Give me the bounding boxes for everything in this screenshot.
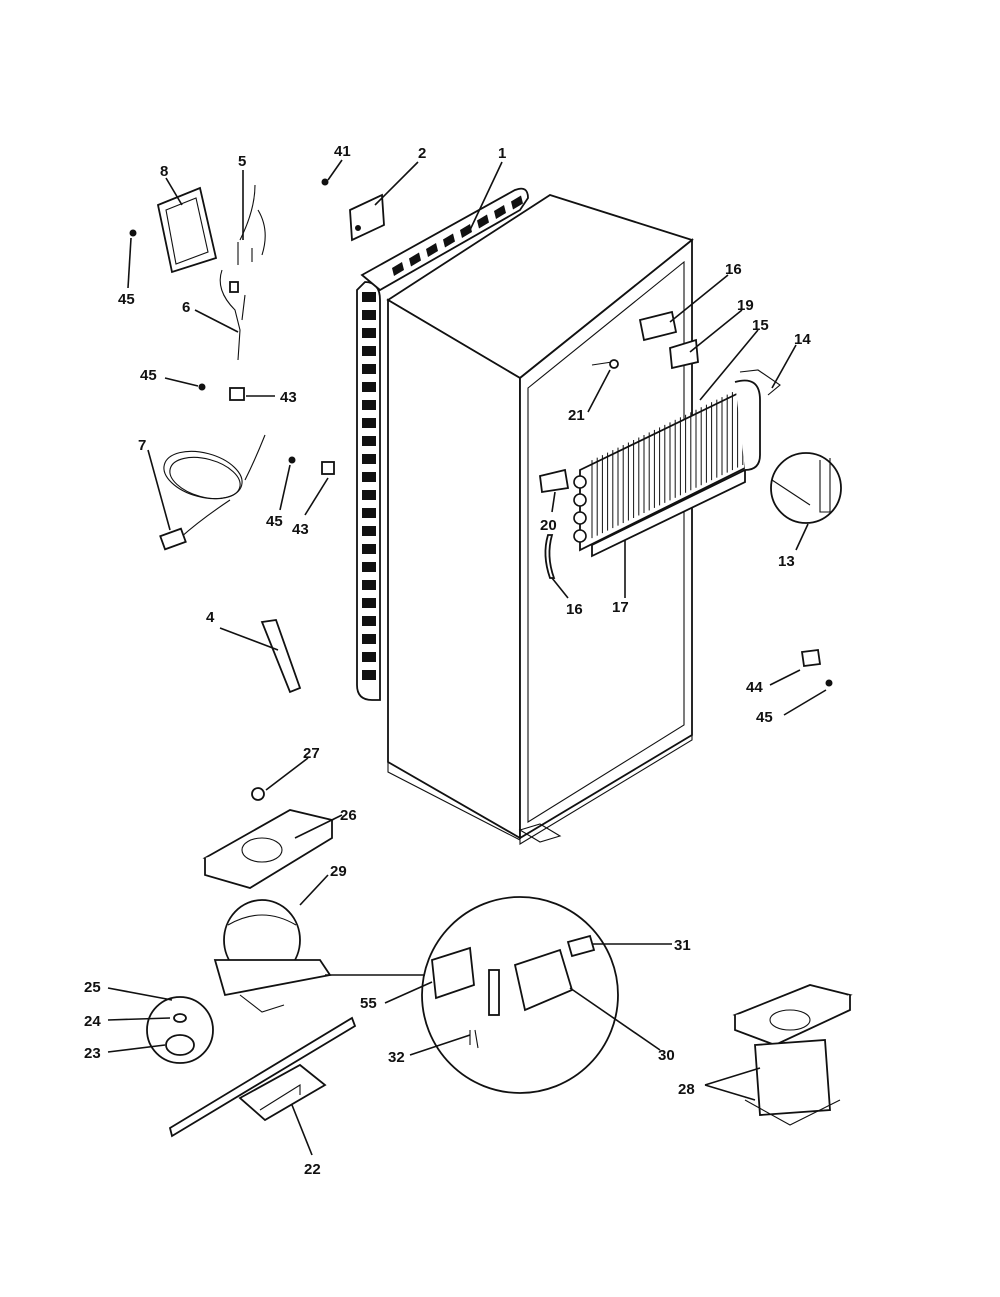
callout-5: 5: [238, 153, 246, 170]
callout-14: 14: [794, 331, 811, 348]
evaporator-tube-end: [573, 511, 587, 525]
callout-13: 13: [778, 553, 795, 570]
coil-segment: [494, 205, 506, 219]
coil-segment: [426, 243, 438, 257]
coil-segment: [362, 436, 376, 446]
callout-43: 43: [292, 521, 309, 538]
thermostat: [638, 310, 678, 342]
callout-20: 20: [540, 517, 557, 534]
callout-55: 55: [360, 995, 377, 1012]
callout-32: 32: [388, 1049, 405, 1066]
coil-segment: [362, 310, 376, 320]
compressor: [213, 899, 332, 1013]
part-20: [539, 468, 570, 494]
sensor-21: [591, 361, 613, 366]
callout-28: 28: [678, 1081, 695, 1098]
power-cord: [159, 434, 266, 551]
clip-43: [229, 387, 245, 401]
heater-wire: [544, 534, 556, 579]
cover-31: [566, 934, 596, 958]
coil-segment: [362, 400, 376, 410]
callout-30: 30: [658, 1047, 675, 1064]
coil-segment: [362, 670, 376, 680]
coil-segment: [362, 508, 376, 518]
screws: [129, 178, 833, 687]
coil-segment: [511, 195, 523, 210]
callout-1: 1: [498, 145, 506, 162]
callout-24: 24: [84, 1013, 101, 1030]
evaporator-tube-end: [573, 493, 587, 507]
drain-pan: [202, 809, 335, 889]
callout-45: 45: [140, 367, 157, 384]
coil-segment: [362, 364, 376, 374]
callout-7: 7: [138, 437, 146, 454]
wiring-connector: [219, 269, 246, 361]
defrost-timer-inset: [770, 452, 842, 524]
coil-segment: [362, 598, 376, 608]
coil-segment: [362, 472, 376, 482]
callout-45: 45: [756, 709, 773, 726]
coil-segment: [362, 328, 376, 338]
callout-26: 26: [340, 807, 357, 824]
light-socket: [669, 338, 699, 370]
grommet-27: [251, 787, 265, 801]
bracket: [260, 619, 302, 694]
coil-segment: [362, 490, 376, 500]
coil-segment: [362, 562, 376, 572]
coil-segment: [362, 634, 376, 644]
coil-segment: [362, 454, 376, 464]
coil-segment: [392, 262, 404, 276]
callout-45: 45: [118, 291, 135, 308]
grommet-inset: [146, 996, 214, 1064]
callout-15: 15: [752, 317, 769, 334]
callout-44: 44: [746, 679, 763, 696]
coil-segment: [362, 652, 376, 662]
evaporator: [573, 369, 781, 558]
callout-41: 41: [334, 143, 351, 160]
callout-4: 4: [206, 609, 215, 626]
callout-22: 22: [304, 1161, 321, 1178]
callout-31: 31: [674, 937, 691, 954]
coil-segment: [362, 346, 376, 356]
coil-segment: [409, 252, 421, 267]
compressor-assembly-right: [732, 984, 853, 1126]
callout-16: 16: [725, 261, 742, 278]
relay-55: [431, 946, 475, 1000]
callout-16: 16: [566, 601, 583, 618]
coil-segment: [477, 214, 489, 229]
callout-23: 23: [84, 1045, 101, 1062]
condenser-coil: [356, 187, 529, 701]
coil-segment: [362, 382, 376, 392]
callout-17: 17: [612, 599, 629, 616]
callout-8: 8: [160, 163, 168, 180]
relay-inset: [421, 896, 619, 1094]
part-44: [800, 648, 822, 668]
callout-21: 21: [568, 407, 585, 424]
coil-segment: [362, 418, 376, 428]
callout-29: 29: [330, 863, 347, 880]
coil-segment: [443, 233, 455, 248]
coil-segment: [362, 580, 376, 590]
base-plate: [168, 1016, 357, 1138]
control-panel: [156, 186, 218, 274]
evaporator-tube-end: [573, 475, 587, 489]
coil-segment: [362, 526, 376, 536]
callout-6: 6: [182, 299, 190, 316]
evaporator-tube-end: [573, 529, 587, 543]
callout-27: 27: [303, 745, 320, 762]
coil-segment: [362, 616, 376, 626]
callout-45: 45: [266, 513, 283, 530]
leader-lines: [107, 159, 827, 1156]
callout-2: 2: [418, 145, 426, 162]
coil-segment: [362, 292, 376, 302]
wire-harness: [237, 184, 266, 265]
callout-19: 19: [737, 297, 754, 314]
coil-segment: [460, 224, 472, 238]
coil-segment: [362, 544, 376, 554]
callout-25: 25: [84, 979, 101, 996]
callout-43: 43: [280, 389, 297, 406]
